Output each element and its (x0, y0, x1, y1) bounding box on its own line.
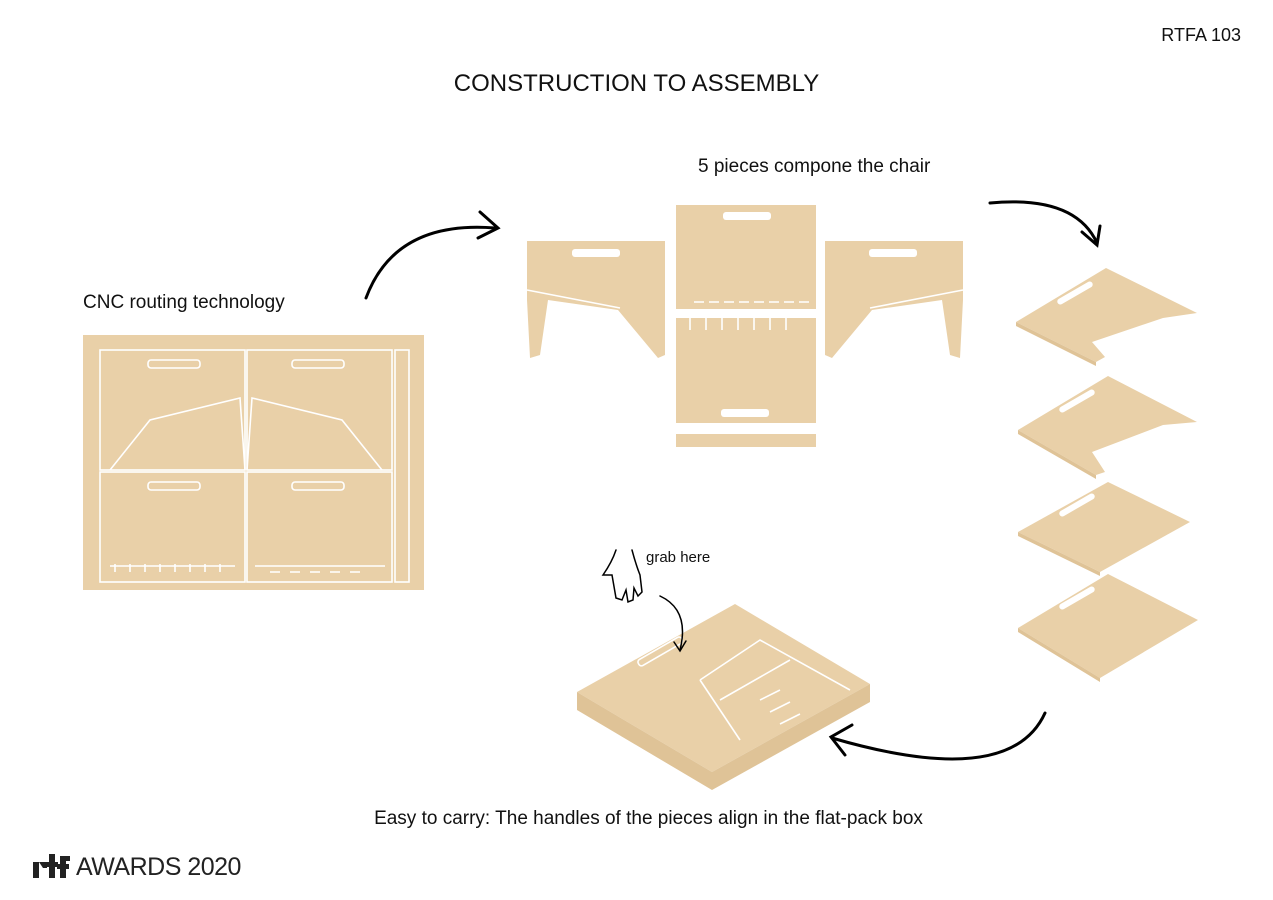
isometric-pieces (1016, 268, 1198, 682)
arrows (364, 200, 1102, 761)
cnc-sheet (83, 335, 424, 590)
caption: Easy to carry: The handles of the pieces… (374, 808, 923, 829)
arrow-to-pieces (364, 225, 497, 300)
grab-label: grab here (646, 549, 711, 566)
flat-pack-box (577, 604, 870, 790)
hand-icon (601, 549, 643, 604)
pieces-label: 5 pieces compone the chair (698, 156, 931, 177)
sheet-code: RTFA 103 (1161, 25, 1241, 45)
arrow-to-iso (988, 200, 1099, 245)
five-pieces (526, 205, 964, 447)
grab-arrow (659, 595, 684, 651)
arrow-to-box (830, 711, 1047, 761)
cnc-label: CNC routing technology (83, 292, 285, 313)
awards-label: AWARDS 2020 (76, 853, 241, 881)
page-title: CONSTRUCTION TO ASSEMBLY (453, 70, 820, 97)
rtf-logo (33, 854, 70, 878)
